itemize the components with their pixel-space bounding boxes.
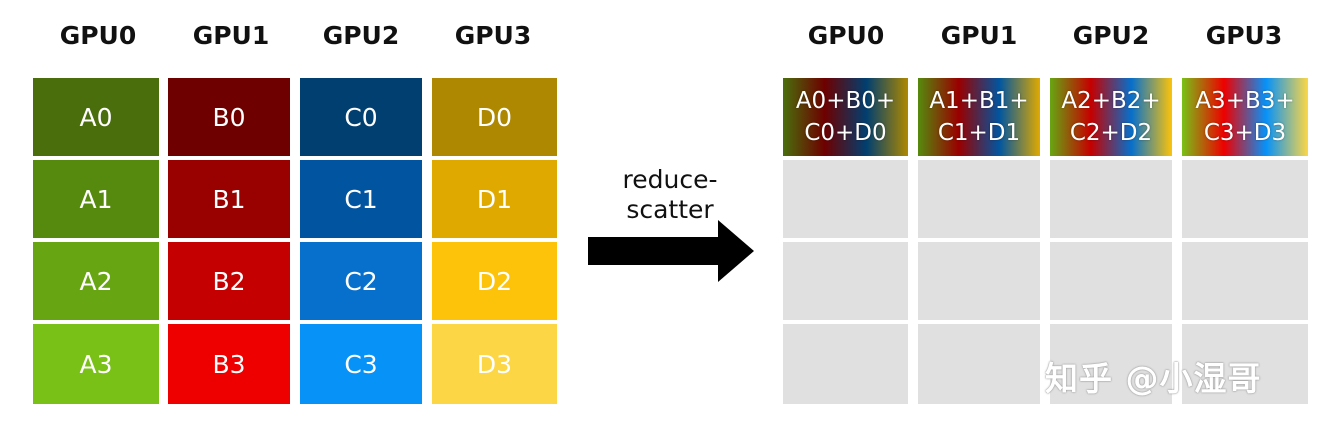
empty-slot bbox=[783, 242, 908, 320]
right-header-gpu3: GPU3 bbox=[1205, 21, 1283, 50]
block-c2: C2 bbox=[300, 242, 422, 320]
block-c0: C0 bbox=[300, 78, 422, 156]
empty-slot bbox=[918, 324, 1040, 404]
right-header-gpu2: GPU2 bbox=[1072, 21, 1150, 50]
arrow-shape bbox=[588, 220, 754, 282]
empty-slot bbox=[1050, 242, 1172, 320]
result-line2: C0+D0 bbox=[804, 120, 887, 146]
result-block-1: A1+B1+ C1+D1 bbox=[918, 78, 1040, 156]
empty-slot bbox=[1050, 324, 1172, 404]
operation-label-line1: reduce- bbox=[622, 165, 718, 194]
block-d1: D1 bbox=[432, 160, 557, 238]
block-b0: B0 bbox=[168, 78, 290, 156]
left-header-gpu3: GPU3 bbox=[454, 21, 532, 50]
right-header-gpu0: GPU0 bbox=[807, 21, 885, 50]
left-header-gpu2: GPU2 bbox=[322, 21, 400, 50]
result-block-0: A0+B0+ C0+D0 bbox=[783, 78, 908, 156]
block-b2: B2 bbox=[168, 242, 290, 320]
block-b3: B3 bbox=[168, 324, 290, 404]
block-a1: A1 bbox=[33, 160, 159, 238]
empty-slot bbox=[783, 160, 908, 238]
result-line2: C1+D1 bbox=[937, 120, 1021, 146]
operation-label: reduce- scatter bbox=[600, 165, 740, 225]
left-header-gpu0: GPU0 bbox=[59, 21, 137, 50]
result-line1: A0+B0+ bbox=[795, 88, 896, 114]
block-a0: A0 bbox=[33, 78, 159, 156]
result-line1: A3+B3+ bbox=[1195, 88, 1295, 114]
block-c1: C1 bbox=[300, 160, 422, 238]
empty-slot bbox=[1182, 160, 1308, 238]
right-header-gpu1: GPU1 bbox=[940, 21, 1018, 50]
result-line1: A2+B2+ bbox=[1061, 88, 1161, 114]
block-c3: C3 bbox=[300, 324, 422, 404]
result-line2: C3+D3 bbox=[1203, 120, 1287, 146]
empty-slot bbox=[1050, 160, 1172, 238]
operation-label-line2: scatter bbox=[626, 195, 714, 224]
result-line2: C2+D2 bbox=[1069, 120, 1153, 146]
empty-slot bbox=[1182, 242, 1308, 320]
block-d3: D3 bbox=[432, 324, 557, 404]
block-b1: B1 bbox=[168, 160, 290, 238]
left-header-gpu1: GPU1 bbox=[192, 21, 270, 50]
empty-slot bbox=[918, 242, 1040, 320]
empty-slot bbox=[918, 160, 1040, 238]
block-d0: D0 bbox=[432, 78, 557, 156]
watermark: 知乎 @小湿哥 bbox=[1045, 359, 1262, 398]
block-a2: A2 bbox=[33, 242, 159, 320]
result-block-2: A2+B2+ C2+D2 bbox=[1050, 78, 1172, 156]
empty-slot bbox=[1182, 324, 1308, 404]
result-line1: A1+B1+ bbox=[929, 88, 1029, 114]
empty-slot bbox=[783, 324, 908, 404]
result-block-3: A3+B3+ C3+D3 bbox=[1182, 78, 1308, 156]
block-a3: A3 bbox=[33, 324, 159, 404]
right-arrow-icon bbox=[588, 220, 754, 282]
block-d2: D2 bbox=[432, 242, 557, 320]
